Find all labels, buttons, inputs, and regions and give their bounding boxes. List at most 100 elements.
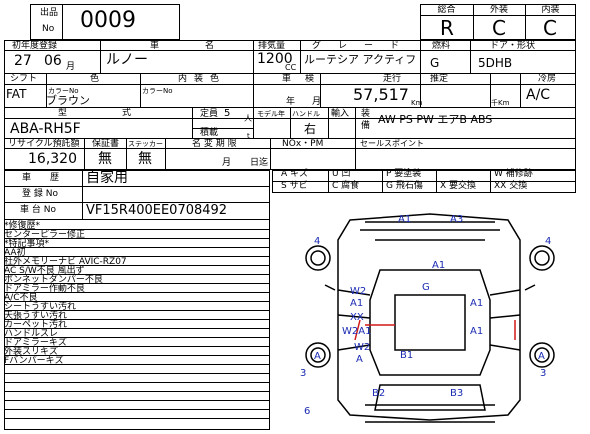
model-year-label: モデル年 [257,110,285,118]
ac-value: A/C [526,87,551,103]
note-rule [5,409,269,410]
grade-label-g3: ー [364,41,374,51]
sticker-label: ステッカー [128,140,163,148]
equipment-value: AW PS PW エアB ABS [378,113,493,126]
legend-scratch: A キズ [281,169,309,179]
note-rule [5,418,269,419]
mark-6: 6 [304,406,310,417]
equipment-label-1: 装 [361,109,371,119]
note-rule [5,355,269,356]
handle-value: 右 [304,122,317,136]
notes-list [4,220,270,430]
int-color-label-2: 装 [194,74,204,84]
sticker-value: 無 [138,151,152,167]
note-line: シートうすい汚れ [4,302,77,312]
note-rule [5,283,269,284]
door-shape-value: 5DHB [478,56,513,70]
note-line: A/C不良 [4,293,38,303]
month-unit: 月 [66,62,76,72]
estimate-label: 推定 [430,74,449,84]
registration-label: 登 録 No [22,189,58,199]
mark-b3: B3 [450,388,463,399]
chassis-label: 車 台 No [20,205,56,215]
int-color-value: ブラウン [46,94,90,107]
grade-box [420,4,576,40]
mark-a1-right-door: A1 [470,298,483,309]
mark-a1-mid: A1 [350,298,363,309]
equipment-label-2: 備 [361,121,371,131]
inspection-month-unit: 月 [312,97,322,107]
nox-label: NOx・PM [282,139,324,149]
note-rule [5,364,269,365]
lot-number: 0009 [80,8,136,33]
car-damage-diagram: A1 A3 4 A1 4 G W2 A1 A1 XX W2A1 A1 W2 A … [300,213,555,423]
capacity-label: 定員 [200,109,219,119]
note-line: ドアミラー作動不良 [4,284,85,294]
note-rule [5,238,269,239]
handle-label: ハンドル [292,110,320,118]
note-line: *修復歴* [4,221,41,231]
note-line: センターピラー修正 [4,230,86,240]
lot-label-1: 出品 [40,8,59,18]
mark-w2-top: W2 [350,286,366,297]
name-change-day-unit: 日迄 [250,158,269,168]
legend-rust: S サビ [281,181,308,191]
note-rule [5,292,269,293]
note-rule [5,373,269,374]
note-line: 社外メモリーナビ AVIC-RZ07 [4,257,127,267]
first-reg-year: 27 [14,53,32,69]
note-line: ハンドルスレ [4,329,59,339]
recycle-label: リサイクル預託額 [8,139,80,149]
grade-label-g4: ド [390,41,400,51]
mileage-label: 走行 [383,74,402,84]
capacity-value: 5 [224,108,231,119]
warranty-label: 保証書 [92,139,120,149]
load-unit: t [247,132,250,140]
mark-4-left: 4 [314,236,320,247]
legend-chip: G 飛石傷 [386,181,423,191]
car-name-label-1: 車 [150,41,160,51]
load-label: 積載 [200,128,219,138]
mark-g: G [422,282,430,293]
note-rule [5,337,269,338]
int-color-no-label: カラーNo [142,87,173,95]
km-unit: Km [411,99,423,107]
note-line: Fバンパーキズ [4,356,64,366]
mark-a1-right: A1 [432,260,445,271]
color-label: 色 [90,74,100,84]
mark-3-right: 3 [540,368,546,379]
grade-value: ルーテシア アクティフ [304,53,417,66]
int-color-label-1: 内 [178,74,188,84]
model-label-2: 式 [122,108,132,118]
mark-b2: B2 [372,388,385,399]
note-line: カーペット汚れ [4,320,68,330]
chassis-value: VF15R400EE0708492 [86,203,228,218]
mark-3-left: 3 [300,368,306,379]
note-line: 天張うすい汚れ [4,311,68,321]
note-line: ドアミラーキズ [4,338,67,348]
note-rule [5,256,269,257]
grade-label-exterior: 外装 [489,5,508,15]
model-code: ABA-RH5F [10,121,81,137]
first-reg-label: 初年度登録 [12,41,58,51]
lot-number-box [30,4,180,40]
note-rule [5,310,269,311]
mark-a3-front: A3 [450,214,463,225]
history-box [4,170,270,220]
name-change-month-unit: 月 [222,158,232,168]
grade-interior: C [543,16,557,40]
legend-replace-needed: X 要交換 [440,181,477,191]
car-name-label-2: 名 [205,41,215,51]
legend-repaint: P 要塗装 [386,169,422,179]
note-rule [5,301,269,302]
door-shape-label: ドア・形状 [490,41,536,51]
note-rule [5,391,269,392]
note-line: ボンネットダンパー不良 [4,275,103,285]
first-reg-month: 06 [44,53,62,69]
shift-label: シフト [10,74,38,84]
note-rule [5,319,269,320]
car-name: ルノー [106,52,148,68]
mark-a-right: A [538,351,545,362]
mark-a1-right-lower: A1 [470,326,483,337]
legend-repair-mark: W 補修跡 [494,169,533,179]
